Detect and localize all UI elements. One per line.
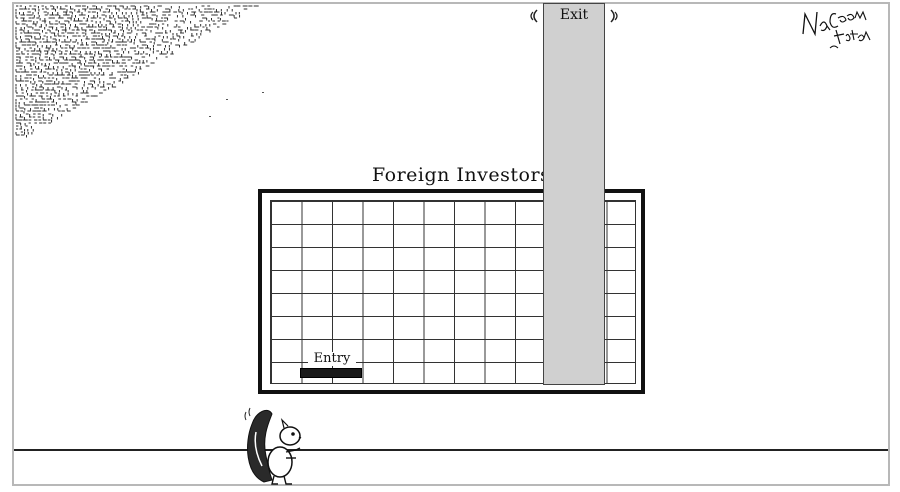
ink-speck [226,99,228,100]
motion-lines-right-icon [610,9,618,23]
squirrel-icon [244,407,302,485]
ink-speck [209,116,211,117]
exit-label: Exit [559,7,589,23]
entry-slot [300,368,362,378]
ink-speck [262,92,264,93]
foreign-investors-title: Foreign Investors [372,164,551,186]
entry-label: Entry [308,352,356,366]
ground-line [14,449,888,451]
artist-signature [802,10,871,49]
motion-lines-left-icon [530,9,538,23]
exit-pillar: Exit [543,3,605,385]
